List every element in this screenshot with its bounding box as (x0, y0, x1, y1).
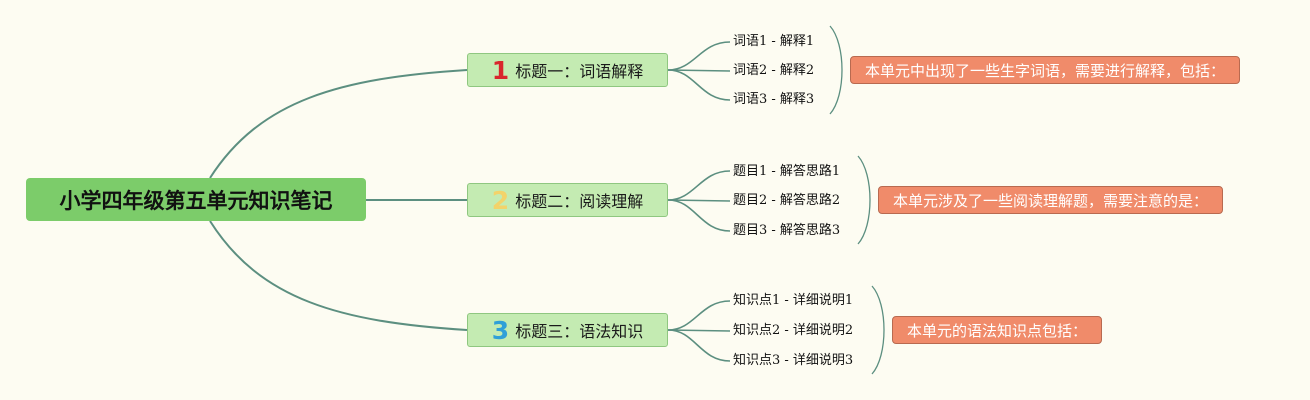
summary-brace-3 (871, 285, 885, 375)
connector-root-branch-1 (209, 69, 468, 179)
number-2-badge: 2 (491, 185, 510, 215)
leaf-topic-1-3[interactable]: 词语3 - 解释3 (733, 92, 815, 107)
summary-note-3[interactable]: 本单元的语法知识点包括： (892, 316, 1103, 344)
branch-topic-3-label: 标题三：语法知识 (515, 322, 644, 341)
summary-note-2-label: 本单元涉及了一些阅读理解题，需要注意的是： (893, 191, 1209, 210)
number-3-badge: 3 (491, 315, 510, 345)
branch-topic-2-label: 标题二：阅读理解 (515, 192, 644, 211)
root-topic-label: 小学四年级第五单元知识笔记 (59, 188, 333, 213)
leaf-topic-3-1[interactable]: 知识点1 - 详细说明1 (733, 293, 854, 308)
leaf-topic-2-1[interactable]: 题目1 - 解答思路1 (733, 164, 841, 179)
summary-brace-2 (857, 155, 871, 245)
summary-note-2[interactable]: 本单元涉及了一些阅读理解题，需要注意的是： (878, 186, 1224, 214)
connector-b3-leaf-2 (667, 329, 731, 332)
number-1-badge: 1 (491, 55, 510, 85)
leaf-topic-3-2[interactable]: 知识点2 - 详细说明2 (733, 323, 854, 338)
leaf-topic-2-3[interactable]: 题目3 - 解答思路3 (733, 223, 841, 238)
leaf-topic-2-2[interactable]: 题目2 - 解答思路2 (733, 193, 841, 208)
branch-topic-1[interactable]: 1 标题一：词语解释 (467, 53, 668, 87)
summary-brace-1 (829, 25, 843, 115)
connector-b3-leaf-3 (667, 329, 731, 362)
connector-b1-leaf-3 (667, 69, 731, 101)
connector-b3-leaf-1 (667, 300, 731, 331)
connector-b1-leaf-1 (667, 41, 731, 71)
leaf-topic-3-3[interactable]: 知识点3 - 详细说明3 (733, 353, 854, 368)
connector-root-branch-3 (209, 220, 468, 331)
branch-topic-1-label: 标题一：词语解释 (515, 62, 644, 81)
branch-topic-3[interactable]: 3 标题三：语法知识 (467, 313, 668, 347)
leaf-topic-1-1[interactable]: 词语1 - 解释1 (733, 34, 815, 49)
branch-topic-2[interactable]: 2 标题二：阅读理解 (467, 183, 668, 217)
summary-note-1[interactable]: 本单元中出现了一些生字词语，需要进行解释，包括： (850, 56, 1241, 84)
connector-b2-leaf-2 (667, 199, 731, 202)
connector-b1-leaf-2 (667, 69, 731, 72)
connector-b2-leaf-1 (667, 170, 731, 201)
root-topic[interactable]: 小学四年级第五单元知识笔记 (26, 178, 366, 221)
summary-note-1-label: 本单元中出现了一些生字词语，需要进行解释，包括： (865, 61, 1226, 80)
summary-note-3-label: 本单元的语法知识点包括： (907, 321, 1088, 340)
connector-b2-leaf-3 (667, 199, 731, 232)
leaf-topic-1-2[interactable]: 词语2 - 解释2 (733, 63, 815, 78)
